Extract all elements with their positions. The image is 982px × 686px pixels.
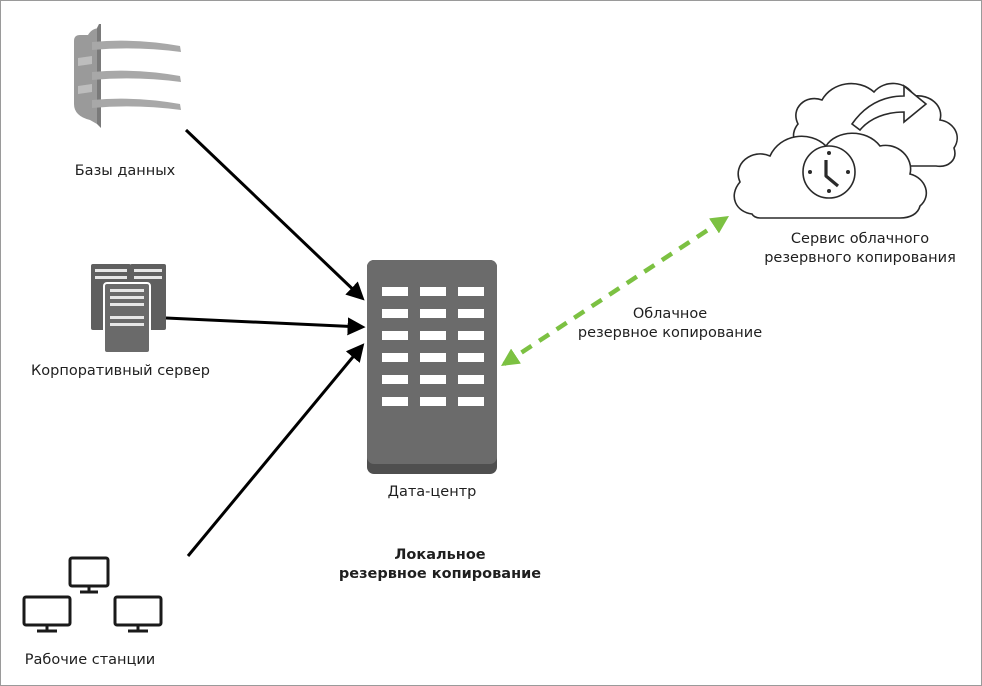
corporate-server-label: Корпоративный сервер xyxy=(31,363,210,379)
arrow-databases-to-datacenter xyxy=(184,128,365,301)
cloud-service-label: Сервис облачного резервного копирования xyxy=(750,230,970,268)
server-icon xyxy=(91,264,166,354)
cloud-service-label-line1: Сервис облачного xyxy=(790,231,930,247)
cloud-backup-arrow xyxy=(500,216,730,366)
cloud-backup-label: Облачное резервное копирование xyxy=(560,305,780,343)
arrow-server-to-datacenter xyxy=(165,316,366,336)
cloud-backup-label-line2: резервное копирование xyxy=(577,325,763,341)
workstations-label: Рабочие станции xyxy=(24,652,156,668)
cloud-clock-icon xyxy=(733,82,958,219)
cloud-backup-label-line1: Облачное xyxy=(632,306,708,322)
database-icon xyxy=(74,24,181,128)
local-backup-label-line1: Локальное xyxy=(394,547,486,563)
databases-label: Базы данных xyxy=(74,163,176,179)
datacenter-building-icon xyxy=(367,260,497,474)
cloud-service-label-line2: резервного копирования xyxy=(764,250,956,266)
arrow-workstations-to-datacenter xyxy=(186,343,365,557)
datacenter-label: Дата-центр xyxy=(387,484,477,500)
local-backup-label-line2: резервное копирование xyxy=(338,566,542,582)
local-backup-label: Локальное резервное копирование xyxy=(330,546,550,584)
workstations-icon xyxy=(22,556,163,633)
